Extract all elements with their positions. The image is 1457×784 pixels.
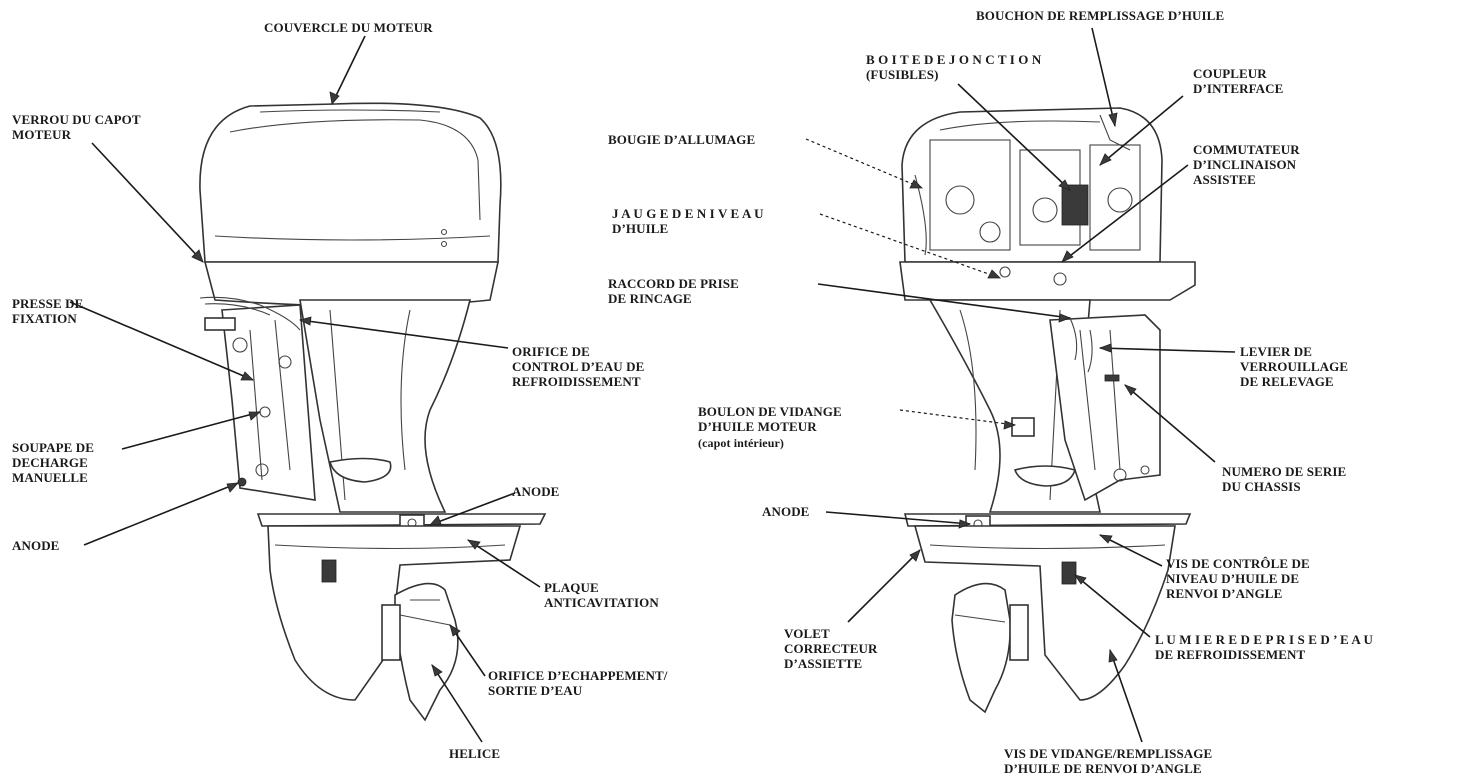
- label-oil-drain-bolt: BOULON DE VIDANGE D’HUILE MOTEUR: [698, 404, 842, 434]
- label-trim-tab: VOLET CORRECTEUR D’ASSIETTE: [784, 626, 878, 671]
- label-junction-box: B O I T E D E J O N C T I O N (FUSIBLES): [866, 52, 1042, 82]
- label-oil-drain-bolt-note: (capot intérieur): [698, 436, 785, 450]
- label-anode-left-upper: ANODE: [512, 484, 560, 499]
- right-propeller: [951, 582, 1012, 714]
- label-stern-bracket: PRESSE DE FIXATION: [12, 296, 84, 326]
- left-stern-bracket: [221, 304, 316, 501]
- left-motor-drawing: [199, 102, 547, 722]
- label-exhaust-outlet: ORIFICE D’ECHAPPEMENT/ SORTIE D’EAU: [488, 668, 668, 698]
- label-interface-coupler: COUPLEUR D’INTERFACE: [1193, 66, 1284, 96]
- label-engine-cover: COUVERCLE DU MOTEUR: [264, 20, 433, 35]
- left-propeller: [394, 582, 459, 722]
- left-engine-cover: [199, 102, 502, 263]
- right-lower-cowl: [899, 261, 1196, 301]
- label-dipstick: J A U G E D E N I V E A U D’HUILE: [612, 206, 764, 236]
- left-leader-lines: [69, 35, 541, 743]
- right-powerhead: [901, 107, 1163, 263]
- left-midsection: [299, 299, 472, 513]
- label-tilt-lock-lever: LEVIER DE VERROUILLAGE DE RELEVAGE: [1240, 344, 1349, 389]
- label-propeller: HELICE: [449, 746, 501, 761]
- label-spark-plug: BOUGIE D’ALLUMAGE: [608, 132, 756, 147]
- label-flush-connector: RACCORD DE PRISE DE RINCAGE: [608, 276, 739, 306]
- label-water-intake: L U M I E R E D E P R I S E D ’ E A U DE…: [1155, 632, 1373, 662]
- label-anticavitation-plate: PLAQUE ANTICAVITATION: [544, 580, 659, 610]
- label-frame-serial: NUMERO DE SERIE DU CHASSIS: [1222, 464, 1347, 494]
- label-anode-left-lower: ANODE: [12, 538, 60, 553]
- right-leader-lines: [805, 27, 1236, 743]
- right-anticavitation-plate: [903, 513, 1192, 527]
- label-anode-right: ANODE: [762, 504, 810, 519]
- label-power-tilt-switch: COMMUTATEUR D’INCLINAISON ASSISTEE: [1193, 142, 1300, 187]
- label-gear-oil-drain-screw: VIS DE VIDANGE/REMPLISSAGE D’HUILE DE RE…: [1004, 746, 1213, 776]
- label-cooling-check-port: ORIFICE DE CONTROL D’EAU DE REFROIDISSEM…: [512, 344, 645, 389]
- label-manual-relief-valve: SOUPAPE DE DECHARGE MANUELLE: [12, 440, 95, 485]
- right-stern-bracket: [1049, 314, 1161, 502]
- label-cover-latch: VERROU DU CAPOT MOTEUR: [12, 112, 141, 142]
- label-gear-oil-level-screw: VIS DE CONTRÔLE DE NIVEAU D’HUILE DE REN…: [1166, 556, 1310, 601]
- label-oil-filler-cap: BOUCHON DE REMPLISSAGE D’HUILE: [976, 8, 1225, 23]
- right-motor-drawing: [899, 107, 1196, 714]
